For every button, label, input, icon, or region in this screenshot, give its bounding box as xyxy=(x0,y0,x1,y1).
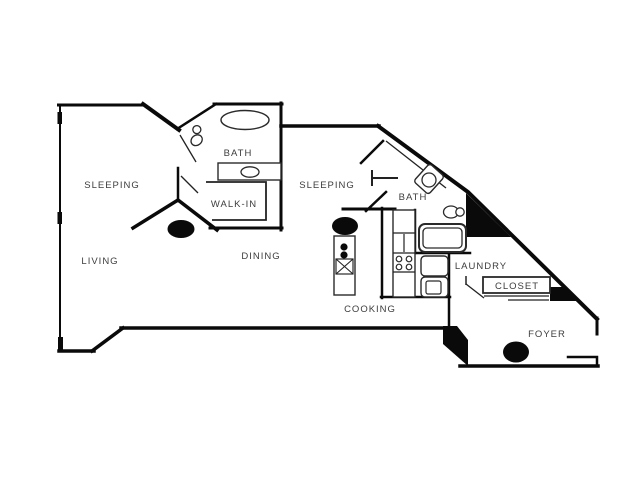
walkin-door-swing xyxy=(180,175,199,194)
island-sink-icon xyxy=(335,258,354,275)
island-burner-1 xyxy=(340,243,348,251)
bathtub-icon xyxy=(220,109,270,131)
wall-bath-angled xyxy=(175,102,218,131)
label-bath-main: BATH xyxy=(224,148,253,159)
closet-door-swing xyxy=(465,283,485,299)
closet-wall-chase xyxy=(550,287,578,301)
label-laundry: LAUNDRY xyxy=(455,261,507,272)
label-bath-second: BATH xyxy=(399,192,428,203)
refrigerator-icon xyxy=(420,255,449,298)
bath-door-swing xyxy=(179,134,197,163)
bathtub2-inner xyxy=(422,227,463,249)
wall-bath2-angled-upper xyxy=(359,139,385,165)
window-tick-lower xyxy=(57,212,62,224)
label-dining: DINING xyxy=(241,251,280,262)
room-labels: SLEEPING BATH WALK-IN SLEEPING BATH LIVI… xyxy=(81,148,566,340)
wall-bottom-left-diagonal xyxy=(89,325,126,354)
wall-bath2-angled-lower xyxy=(364,190,388,213)
label-sleeping-left: SLEEPING xyxy=(84,180,140,191)
closet-fixtures xyxy=(482,276,551,301)
sink-icon xyxy=(240,166,260,178)
wall-corner-tick xyxy=(58,337,63,352)
toilet-icon xyxy=(190,124,203,147)
column-foyer xyxy=(503,341,529,363)
closet-box xyxy=(482,276,551,294)
label-living: LIVING xyxy=(81,256,118,267)
label-walk-in: WALK-IN xyxy=(211,199,257,210)
sink2-bowl xyxy=(455,207,465,217)
column-kitchen xyxy=(332,217,358,235)
label-closet: CLOSET xyxy=(495,281,539,292)
counter-dividers xyxy=(393,232,415,273)
column-hall xyxy=(167,220,195,238)
wall-step-chase xyxy=(443,326,468,366)
stove-icon xyxy=(395,255,413,271)
toilet2-bowl xyxy=(421,172,437,188)
wall-main-diagonal xyxy=(375,123,600,322)
wall-top-diagonal xyxy=(140,101,182,133)
island-burner-2 xyxy=(340,251,348,259)
label-sleeping-right: SLEEPING xyxy=(299,180,355,191)
walkin-inner-wall xyxy=(206,181,267,221)
bath-second-fixtures xyxy=(414,163,467,253)
exterior-walls xyxy=(57,101,600,368)
bath-main-fixtures xyxy=(190,109,282,221)
label-cooking: COOKING xyxy=(344,304,396,315)
wall-entry-notch xyxy=(566,355,599,368)
bath2-wall-chase xyxy=(466,193,511,237)
columns xyxy=(167,217,529,363)
kitchen-fixtures xyxy=(333,209,449,298)
label-foyer: FOYER xyxy=(528,329,566,340)
window-tick-upper xyxy=(57,112,62,124)
